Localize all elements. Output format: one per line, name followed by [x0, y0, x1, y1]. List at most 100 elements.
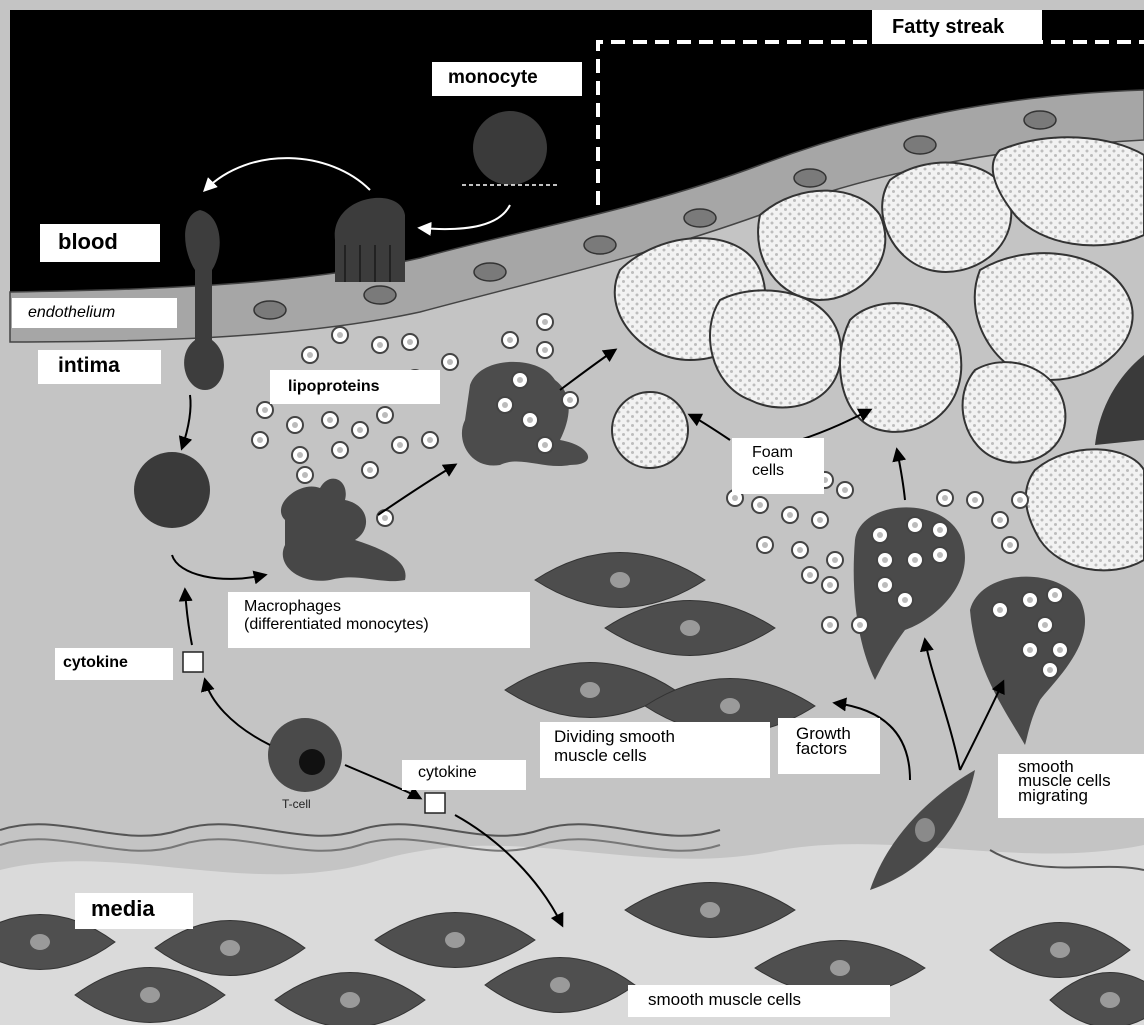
- lipoprotein-core: [357, 427, 363, 433]
- smc-nucleus: [445, 932, 465, 948]
- cytokine-left-label: cytokine: [55, 648, 173, 680]
- endothelium-label: endothelium: [12, 298, 177, 328]
- lipoprotein-core: [407, 339, 413, 345]
- endothelial-nucleus: [474, 263, 506, 281]
- lipoprotein-core: [827, 622, 833, 628]
- smc-nucleus: [580, 682, 600, 698]
- smc-nucleus: [220, 940, 240, 956]
- lipoprotein-core: [912, 522, 918, 528]
- endothelial-nucleus: [254, 301, 286, 319]
- endothelial-nucleus: [584, 236, 616, 254]
- lipoprotein-core: [807, 572, 813, 578]
- lipoprotein-core: [397, 442, 403, 448]
- cytokine-square: [183, 652, 203, 672]
- lipoprotein-core: [842, 487, 848, 493]
- lipoprotein-core: [377, 342, 383, 348]
- intima-monocyte: [134, 452, 210, 528]
- lipoprotein-core: [857, 622, 863, 628]
- lipoprotein-core: [337, 332, 343, 338]
- foam-cells-label: Foam cells: [732, 438, 824, 494]
- lipoprotein-core: [1052, 592, 1058, 598]
- growth-factors-label: Growth factors: [778, 718, 880, 774]
- lipoprotein-core: [292, 422, 298, 428]
- lipoprotein-core: [337, 447, 343, 453]
- macrophages-label: Macrophages (differentiated monocytes): [228, 592, 530, 648]
- blood-label: blood: [40, 224, 160, 262]
- media-label: media: [75, 893, 193, 929]
- lipoprotein-core: [787, 512, 793, 518]
- cytokine-bottom-label: cytokine: [402, 760, 526, 790]
- lipoprotein-core: [542, 319, 548, 325]
- smc-nucleus: [140, 987, 160, 1003]
- lipoprotein-core: [1027, 597, 1033, 603]
- lipoprotein-core: [997, 607, 1003, 613]
- smc-nucleus: [30, 934, 50, 950]
- lipoprotein-core: [542, 347, 548, 353]
- smc-nucleus: [1050, 942, 1070, 958]
- lipoprotein-core: [307, 352, 313, 358]
- lipoprotein-core: [1057, 647, 1063, 653]
- endothelial-nucleus: [684, 209, 716, 227]
- lipoprotein-core: [1017, 497, 1023, 503]
- lipoprotein-core: [1047, 667, 1053, 673]
- monocyte-cell: [473, 111, 547, 185]
- smc-nucleus: [700, 902, 720, 918]
- lipoprotein-core: [817, 517, 823, 523]
- lipoprotein-core: [1027, 647, 1033, 653]
- endothelial-nucleus: [904, 136, 936, 154]
- smc-nucleus: [1100, 992, 1120, 1008]
- endothelial-nucleus: [364, 286, 396, 304]
- smc-nucleus: [680, 620, 700, 636]
- lipoprotein-core: [937, 527, 943, 533]
- lipoprotein-core: [517, 377, 523, 383]
- lipoprotein-core: [297, 452, 303, 458]
- endothelial-nucleus: [794, 169, 826, 187]
- smc-nucleus: [720, 698, 740, 714]
- smc-nucleus: [550, 977, 570, 993]
- lipoprotein-core: [302, 472, 308, 478]
- smc-nucleus: [830, 960, 850, 976]
- lipoprotein-core: [382, 412, 388, 418]
- lipoprotein-core: [542, 442, 548, 448]
- smc-nucleus: [340, 992, 360, 1008]
- lipoprotein-core: [262, 407, 268, 413]
- smc-nucleus: [610, 572, 630, 588]
- t-cell-nucleus: [299, 749, 325, 775]
- lipoprotein-core: [762, 542, 768, 548]
- lipoprotein-core: [942, 495, 948, 501]
- lipoprotein-core: [757, 502, 763, 508]
- lipoprotein-core: [877, 532, 883, 538]
- lipoprotein-core: [1007, 542, 1013, 548]
- lipoprotein-core: [447, 359, 453, 365]
- lipoprotein-core: [257, 437, 263, 443]
- smc-nucleus: [915, 818, 935, 842]
- monocyte-label: monocyte: [432, 62, 582, 96]
- lipoprotein-core: [1042, 622, 1048, 628]
- lipoprotein-core: [367, 467, 373, 473]
- lipoprotein-core: [972, 497, 978, 503]
- lipoprotein-core: [902, 597, 908, 603]
- lipoprotein-core: [732, 495, 738, 501]
- lipoprotein-core: [882, 557, 888, 563]
- lipoprotein-core: [827, 582, 833, 588]
- smooth-muscle-cells-label: smooth muscle cells: [628, 985, 890, 1017]
- cytokine-square: [425, 793, 445, 813]
- lipoprotein-core: [882, 582, 888, 588]
- endothelial-nucleus: [1024, 111, 1056, 129]
- lipoprotein-core: [832, 557, 838, 563]
- lipoprotein-core: [997, 517, 1003, 523]
- lipoprotein-core: [797, 547, 803, 553]
- t-cell-label: T-cell: [282, 798, 332, 818]
- intima-label: intima: [38, 350, 161, 384]
- lipoprotein-core: [937, 552, 943, 558]
- lipoprotein-core: [912, 557, 918, 563]
- fatty-streak-label: Fatty streak: [872, 10, 1042, 44]
- lipoprotein-core: [502, 402, 508, 408]
- lipoprotein-core: [427, 437, 433, 443]
- lipoprotein-core: [567, 397, 573, 403]
- dividing-smc-label: Dividing smooth muscle cells: [540, 722, 770, 778]
- lipoprotein-core: [382, 515, 388, 521]
- lipoprotein-core: [507, 337, 513, 343]
